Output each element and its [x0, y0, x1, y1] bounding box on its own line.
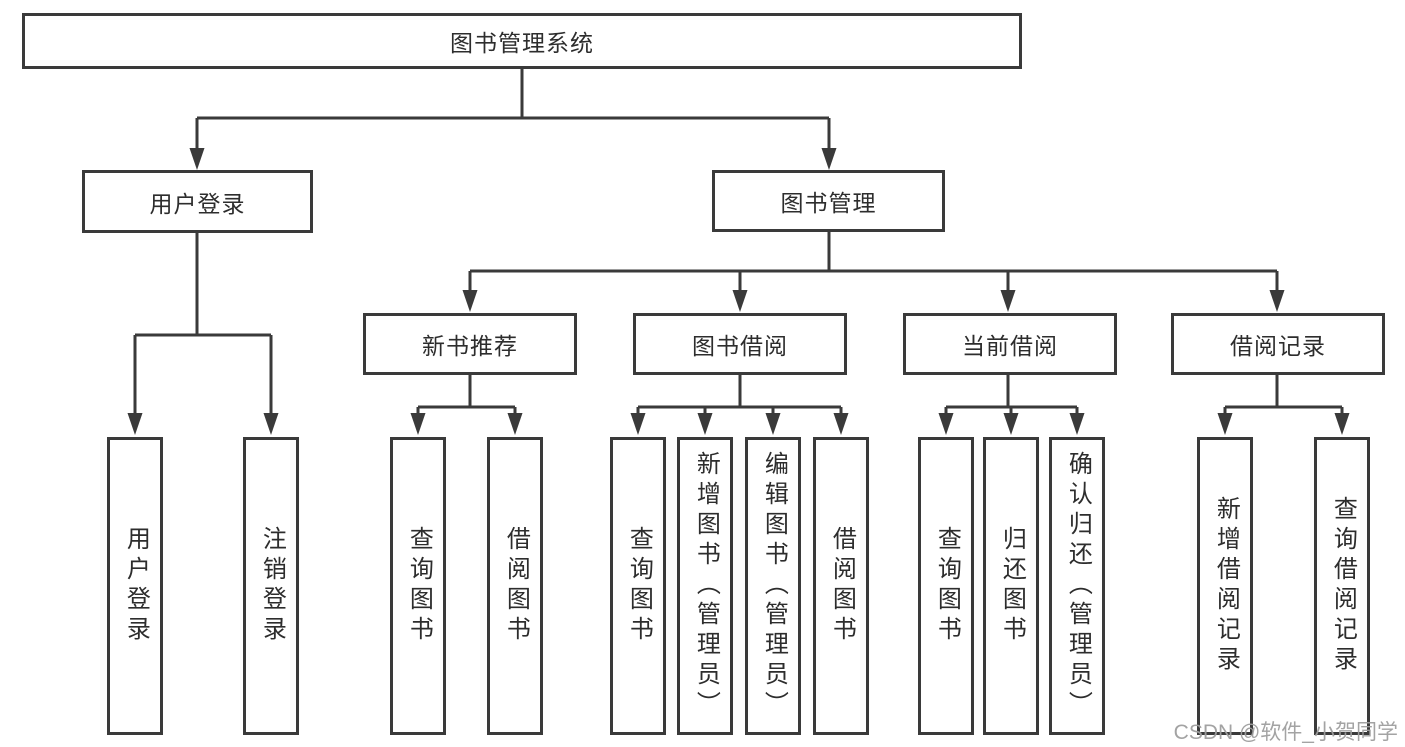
- node-edit-books-admin: 编辑图书（管理员）: [745, 437, 801, 735]
- connector-arrow-current-borrow: [1000, 290, 1016, 312]
- connector-new-book-recommend-children: [416, 375, 517, 414]
- connector-arrow-query-books-recommend: [410, 413, 426, 435]
- node-query-books-borrow-label: 查询图书: [625, 526, 653, 646]
- connector-arrow-edit-books-admin: [765, 413, 781, 435]
- connector-arrow-leaf-user-login: [127, 413, 143, 435]
- node-add-borrow-record-label: 新增借阅记录: [1212, 496, 1240, 676]
- node-user-login: 用户登录: [82, 170, 313, 233]
- node-current-borrow: 当前借阅: [903, 313, 1117, 375]
- connector-arrow-leaf-logout: [263, 413, 279, 435]
- node-borrow-books-borrow-label: 借阅图书: [828, 526, 856, 646]
- connector-arrow-confirm-return: [1069, 413, 1085, 435]
- node-book-management: 图书管理: [712, 170, 945, 232]
- connector-user-login-children: [133, 233, 273, 414]
- connector-root-to-level2: [195, 69, 831, 150]
- node-root: 图书管理系统: [22, 13, 1022, 69]
- connector-arrow-query-books-current: [938, 413, 954, 435]
- connector-borrow-records-children: [1223, 375, 1344, 414]
- node-query-books-recommend-label: 查询图书: [405, 526, 433, 646]
- connector-arrow-book-borrow: [732, 290, 748, 312]
- node-return-books-label: 归还图书: [998, 526, 1026, 646]
- node-query-books-recommend: 查询图书: [390, 437, 446, 735]
- node-borrow-books-borrow: 借阅图书: [813, 437, 869, 735]
- node-edit-books-admin-label: 编辑图书（管理员）: [760, 451, 788, 721]
- connector-arrow-query-borrow-record: [1334, 413, 1350, 435]
- node-current-borrow-label: 当前借阅: [962, 333, 1058, 359]
- node-borrow-books-recommend: 借阅图书: [487, 437, 543, 735]
- node-confirm-return-admin: 确认归还（管理员）: [1049, 437, 1105, 735]
- node-borrow-records-label: 借阅记录: [1230, 333, 1326, 359]
- node-leaf-logout: 注销登录: [243, 437, 299, 735]
- node-book-borrow: 图书借阅: [633, 313, 847, 375]
- connector-arrow-add-books-admin: [697, 413, 713, 435]
- connector-arrow-borrow-records: [1269, 290, 1285, 312]
- connector-arrow-return-books: [1003, 413, 1019, 435]
- node-add-borrow-record: 新增借阅记录: [1197, 437, 1253, 735]
- node-query-books-current-label: 查询图书: [933, 526, 961, 646]
- connector-arrow-borrow-books-recommend: [507, 413, 523, 435]
- node-query-borrow-record-label: 查询借阅记录: [1329, 496, 1357, 676]
- connector-arrow-borrow-books-borrow: [833, 413, 849, 435]
- node-book-management-label: 图书管理: [780, 190, 877, 216]
- node-new-book-recommend-label: 新书推荐: [422, 333, 518, 359]
- connector-book-management-children: [468, 232, 1279, 291]
- node-leaf-logout-label: 注销登录: [258, 526, 286, 646]
- connector-arrow-new-book-recommend: [462, 290, 478, 312]
- node-query-books-borrow: 查询图书: [610, 437, 666, 735]
- node-return-books: 归还图书: [983, 437, 1039, 735]
- connector-book-borrow-children: [636, 375, 843, 414]
- node-query-borrow-record: 查询借阅记录: [1314, 437, 1370, 735]
- node-user-login-label: 用户登录: [149, 190, 246, 217]
- node-add-books-admin: 新增图书（管理员）: [677, 437, 733, 735]
- watermark-text: CSDN @软件_小贺同学: [1173, 721, 1398, 744]
- node-add-books-admin-label: 新增图书（管理员）: [692, 451, 720, 721]
- connector-current-borrow-children: [944, 375, 1079, 414]
- node-leaf-user-login-label: 用户登录: [122, 526, 150, 646]
- node-leaf-user-login: 用户登录: [107, 437, 163, 735]
- connector-arrow-query-books-borrow: [630, 413, 646, 435]
- connector-arrow-book-management: [821, 148, 837, 170]
- node-confirm-return-admin-label: 确认归还（管理员）: [1064, 451, 1092, 721]
- connector-arrow-user-login: [189, 148, 205, 170]
- node-query-books-current: 查询图书: [918, 437, 974, 735]
- connector-arrow-add-borrow-record: [1217, 413, 1233, 435]
- node-borrow-records: 借阅记录: [1171, 313, 1385, 375]
- node-new-book-recommend: 新书推荐: [363, 313, 577, 375]
- node-root-label: 图书管理系统: [450, 30, 594, 56]
- node-borrow-books-recommend-label: 借阅图书: [502, 526, 530, 646]
- node-book-borrow-label: 图书借阅: [692, 333, 788, 359]
